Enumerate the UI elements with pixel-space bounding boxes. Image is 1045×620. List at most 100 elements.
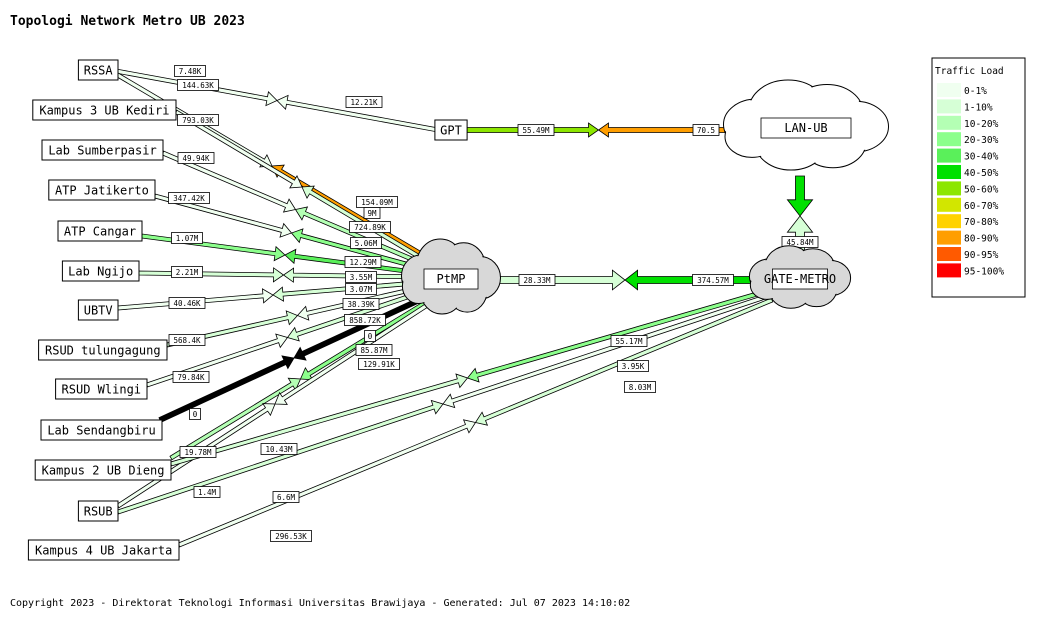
svg-text:3.07M: 3.07M	[350, 285, 373, 294]
legend-swatch	[937, 263, 961, 278]
footer-copyright: Copyright 2023 - Direktorat Teknologi In…	[10, 598, 631, 609]
link-label-out-dieng-gatemetro: 10.43M	[260, 443, 298, 455]
node-sendangbiru-label: Lab Sendangbiru	[47, 424, 155, 438]
link-arrow-out-cangar-ptmp	[141, 233, 286, 262]
link-label-in-sumberpasir-ptmp: 724.89K	[349, 221, 391, 233]
link-label-out-jakarta-gatemetro: 296.53K	[270, 530, 312, 542]
legend-item-label: 90-95%	[964, 250, 999, 261]
node-kediri[interactable]: Kampus 3 UB Kediri	[32, 99, 177, 121]
node-rssa-label: RSSA	[84, 64, 114, 78]
node-ptmp[interactable]: PtMP	[401, 238, 502, 315]
link-arrow-out-ptmp-gatemetro	[495, 269, 626, 291]
svg-text:3.95K: 3.95K	[622, 362, 645, 371]
legend-item-label: 95-100%	[964, 266, 1004, 277]
node-gatemetro[interactable]: GATE-METRO	[748, 245, 852, 309]
legend-item-label: 10-20%	[964, 119, 999, 130]
link-label-in-dieng-gatemetro: 55.17M	[610, 335, 648, 347]
node-gpt[interactable]: GPT	[434, 119, 468, 141]
svg-text:40.46K: 40.46K	[173, 299, 201, 308]
legend-swatch	[937, 214, 961, 229]
node-sendangbiru[interactable]: Lab Sendangbiru	[40, 419, 163, 441]
svg-text:1.07M: 1.07M	[176, 234, 199, 243]
legend-item-label: 70-80%	[964, 217, 999, 228]
node-ubtv[interactable]: UBTV	[77, 299, 119, 321]
node-ptmp-label: PtMP	[437, 272, 466, 286]
legend-item-label: 80-90%	[964, 234, 999, 245]
link-label-out-ptmp-gatemetro: 28.33M	[518, 274, 556, 286]
legend-item-label: 50-60%	[964, 184, 999, 195]
legend-swatch	[937, 99, 961, 114]
node-kediri-label: Kampus 3 UB Kediri	[39, 104, 169, 118]
svg-text:8.03M: 8.03M	[629, 383, 652, 392]
link-arrow-out-rsub-gatemetro	[116, 399, 444, 515]
link-label-in-cangar-ptmp: 12.29M	[344, 256, 382, 268]
link-label-in-ubtv-ptmp: 3.07M	[345, 283, 377, 295]
svg-text:12.29M: 12.29M	[349, 258, 377, 267]
legend-swatch	[937, 132, 961, 147]
node-dieng[interactable]: Kampus 2 UB Dieng	[34, 459, 172, 481]
legend-item-label: 0-1%	[964, 86, 987, 97]
svg-text:129.91K: 129.91K	[363, 360, 395, 369]
node-ubtv-label: UBTV	[84, 304, 113, 318]
svg-text:0: 0	[368, 332, 373, 341]
node-jatikerto-label: ATP Jatikerto	[55, 184, 149, 198]
svg-text:38.39K: 38.39K	[347, 300, 375, 309]
node-tulungagung[interactable]: RSUD tulungagung	[38, 339, 168, 361]
link-label-in-sendangbiru-ptmp: 0	[364, 330, 376, 342]
svg-text:79.84K: 79.84K	[177, 373, 205, 382]
node-rsub-label: RSUB	[84, 505, 113, 519]
page-title: Topologi Network Metro UB 2023	[10, 14, 245, 29]
svg-text:347.42K: 347.42K	[173, 194, 205, 203]
link-label-in-ngijo-ptmp: 3.55M	[345, 271, 377, 283]
link-label-out-tulungagung-ptmp: 568.4K	[168, 334, 206, 346]
svg-text:374.57M: 374.57M	[697, 276, 729, 285]
node-sumberpasir-label: Lab Sumberpasir	[48, 144, 156, 158]
link-arrow-in-ptmp-gatemetro	[624, 269, 755, 291]
node-dieng-label: Kampus 2 UB Dieng	[42, 464, 165, 478]
svg-text:568.4K: 568.4K	[173, 336, 201, 345]
svg-text:858.72K: 858.72K	[349, 316, 381, 325]
link-arrow-out-dieng-ptmp	[169, 377, 302, 461]
svg-text:55.49M: 55.49M	[522, 126, 550, 135]
link-label-in-kediri-ptmp: 9M	[363, 207, 381, 219]
link-label-in-wlingi-ptmp: 858.72K	[344, 314, 386, 326]
link-label-in-jatikerto-ptmp: 5.06M	[350, 237, 382, 249]
node-cangar[interactable]: ATP Cangar	[57, 220, 143, 242]
node-ngijo[interactable]: Lab Ngijo	[61, 260, 140, 282]
legend-item-label: 1-10%	[964, 102, 993, 113]
svg-text:154.09M: 154.09M	[361, 198, 393, 207]
link-label-in-jakarta-gatemetro: 8.03M	[624, 381, 656, 393]
node-sumberpasir[interactable]: Lab Sumberpasir	[41, 139, 164, 161]
node-lanub[interactable]: LAN-UB	[723, 79, 889, 171]
svg-text:10.43M: 10.43M	[265, 445, 293, 454]
svg-text:724.89K: 724.89K	[354, 223, 386, 232]
link-label-in-dieng-ptmp: 85.87M	[355, 344, 393, 356]
node-wlingi-label: RSUD Wlingi	[62, 383, 141, 397]
node-tulungagung-label: RSUD tulungagung	[45, 344, 161, 358]
link-arrow-in-rsub-ptmp	[274, 299, 434, 405]
link-label-out-rsub-ptmp: 1.4M	[193, 486, 221, 498]
link-label-out-ngijo-ptmp: 2.21M	[171, 266, 203, 278]
link-label-in-tulungagung-ptmp: 38.39K	[342, 298, 380, 310]
legend-swatch	[937, 148, 961, 163]
legend-item-label: 60-70%	[964, 201, 999, 212]
link-label-out-dieng-ptmp: 19.78M	[179, 446, 217, 458]
svg-text:28.33M: 28.33M	[523, 276, 551, 285]
svg-text:1.4M: 1.4M	[198, 488, 217, 497]
node-rssa[interactable]: RSSA	[77, 59, 119, 81]
node-rsub[interactable]: RSUB	[77, 500, 119, 522]
node-jakarta-label: Kampus 4 UB Jakarta	[35, 544, 172, 558]
svg-text:6.6M: 6.6M	[277, 493, 296, 502]
svg-text:45.84M: 45.84M	[786, 238, 814, 247]
svg-text:49.94K: 49.94K	[182, 154, 210, 163]
node-jakarta[interactable]: Kampus 4 UB Jakarta	[27, 539, 180, 561]
node-gpt-label: GPT	[440, 124, 462, 138]
link-arrow-in-sendangbiru-ptmp	[293, 293, 430, 361]
link-arrow-out-sendangbiru-ptmp	[158, 355, 295, 423]
link-label-out-sendangbiru-ptmp: 0	[189, 408, 201, 420]
link-label-in-rsub-gatemetro: 3.95K	[617, 360, 649, 372]
node-jatikerto[interactable]: ATP Jatikerto	[48, 179, 156, 201]
node-wlingi[interactable]: RSUD Wlingi	[55, 378, 148, 400]
link-label-out-cangar-ptmp: 1.07M	[171, 232, 203, 244]
